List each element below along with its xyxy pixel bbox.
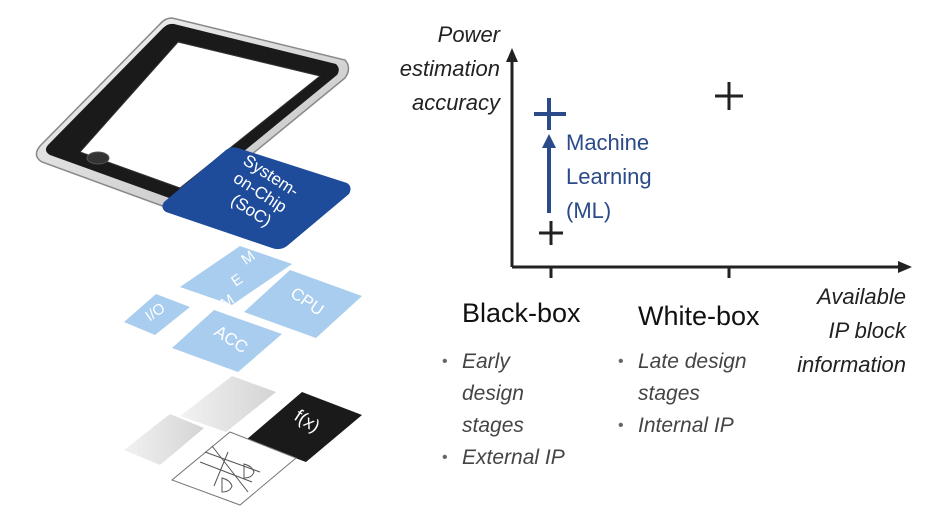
ml-label-line-2: Learning [566, 164, 652, 189]
phone-screen [79, 41, 322, 189]
white-box-bullets: Late design stages Internal IP [616, 346, 747, 442]
cpu-block [244, 270, 362, 338]
white-box-bullet-line-1: Late design [638, 350, 747, 373]
circuit-plate [171, 431, 297, 506]
mem-label: M E M [204, 245, 276, 312]
ml-label: Machine Learning (ML) [566, 126, 652, 228]
x-axis-title-line-1: Available [817, 284, 906, 309]
grey-plate-top [180, 376, 276, 432]
ml-label-line-3: (ML) [566, 198, 612, 223]
x-axis-arrowhead [898, 261, 912, 273]
black-box-bullet-external-ip: External IP [440, 442, 565, 474]
ml-label-line-1: Machine [566, 130, 650, 155]
black-box-bullet-line-3: stages [462, 414, 524, 437]
x-axis-title-line-2: IP block [828, 318, 906, 343]
y-axis-title-line-3: accuracy [411, 90, 500, 115]
hardware-layer: f(x) [124, 376, 362, 506]
device-stack-illustration: System- on-Chip (SoC) M E M I/O CPU ACC … [35, 17, 362, 506]
y-axis-arrowhead [506, 48, 518, 62]
category-black-box-label: Black-box [462, 298, 581, 328]
marker-black-box-ml [534, 98, 566, 130]
fx-plate [246, 392, 362, 462]
grey-plate-left [124, 414, 204, 465]
black-box-bullet-line-1: Early [462, 350, 510, 373]
black-box-bullet-line-2: design [462, 382, 524, 405]
black-box-bullet-line-4: External IP [462, 446, 565, 469]
white-box-bullet-late-design-stages: Late design stages [616, 346, 747, 410]
y-axis-title-line-2: estimation [399, 56, 500, 81]
white-box-bullet-internal-ip: Internal IP [616, 410, 747, 442]
io-block [124, 294, 190, 335]
white-box-bullet-line-3: Internal IP [638, 414, 734, 437]
black-box-bullet-early-design-stages: Early design stages [440, 346, 565, 442]
mem-block [180, 246, 292, 305]
soc-plate: System- on-Chip (SoC) [162, 147, 351, 250]
x-axis-title-line-3: information [797, 352, 906, 377]
ml-arrow-head [542, 134, 556, 148]
x-axis-title: Available IP block information [770, 280, 906, 382]
component-blocks: M E M I/O CPU ACC [124, 245, 362, 372]
white-box-bullet-line-2: stages [638, 382, 700, 405]
marker-black-box-baseline [539, 221, 563, 245]
phone-home-button [86, 151, 110, 165]
black-box-bullets: Early design stages External IP [440, 346, 565, 474]
category-white-box-label: White-box [638, 301, 760, 331]
y-axis-title: Power estimation accuracy [378, 18, 500, 120]
marker-white-box [715, 82, 743, 110]
acc-block [172, 310, 282, 372]
circuit-schematic [199, 445, 261, 493]
y-axis-title-line-1: Power [437, 22, 500, 47]
smartphone [35, 17, 350, 211]
